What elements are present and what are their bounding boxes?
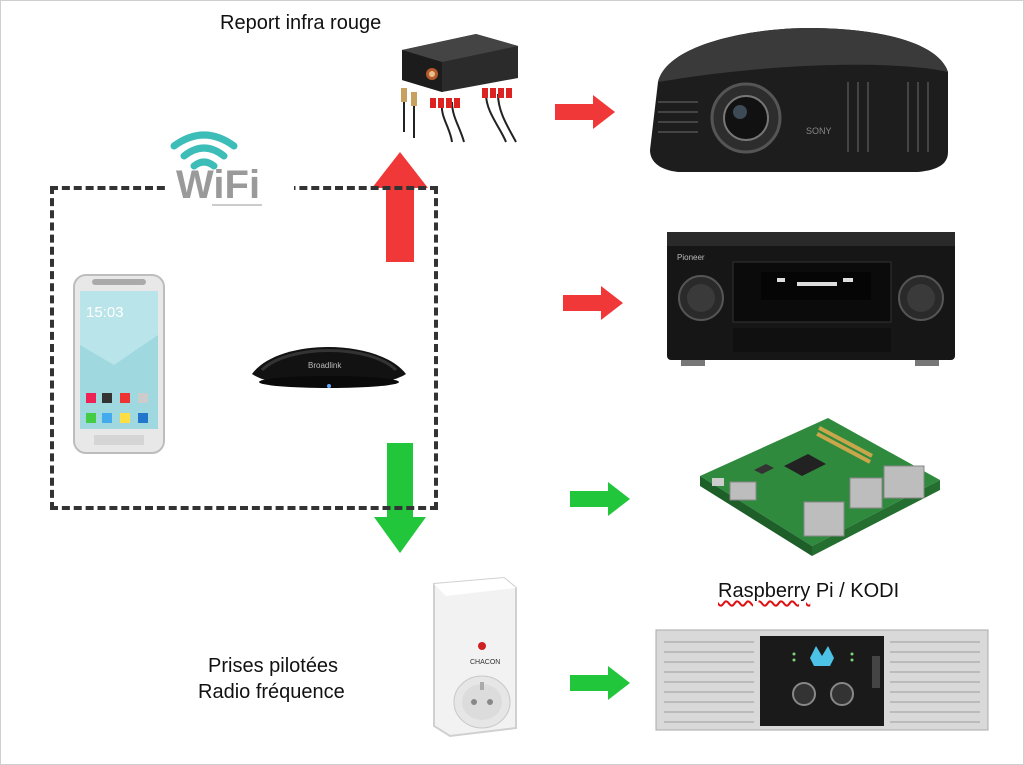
raspberry-pi-board (700, 418, 940, 556)
green-arrow-raspberry (570, 482, 630, 516)
green-arrow-amplifier (570, 666, 630, 700)
red-arrow-receiver (563, 286, 623, 320)
red-arrow-up (372, 152, 428, 262)
raspberry-label: Raspberry Pi / KODI (718, 580, 899, 603)
wifi-text: WiFi (176, 163, 260, 207)
sockets-label-line2: Radio fréquence (198, 681, 345, 703)
smartphone: 15:03 (73, 274, 165, 454)
chacon-text: CHACON (470, 659, 500, 666)
raspberry-label-part2: Pi / KODI (810, 580, 900, 602)
green-arrow-down (374, 443, 426, 553)
broadlink-hub: Broadlink (252, 347, 406, 388)
broadlink-text: Broadlink (308, 361, 342, 370)
ir-relay-device (401, 34, 518, 143)
sockets-label-line1: Prises pilotées (208, 655, 339, 677)
projector: SONY (650, 28, 948, 172)
pioneer-text: Pioneer (677, 253, 705, 262)
phone-time: 15:03 (86, 304, 124, 321)
amplifier (655, 629, 989, 731)
rf-socket: CHACON (433, 576, 517, 738)
av-receiver: Pioneer (667, 232, 955, 366)
red-arrow-projector (555, 95, 615, 129)
wifi-logo: WiFi (168, 131, 294, 210)
ir-relay-label: Report infra rouge (220, 12, 382, 34)
raspberry-label-part1: Raspberry (718, 580, 811, 602)
sony-text: SONY (806, 126, 832, 136)
